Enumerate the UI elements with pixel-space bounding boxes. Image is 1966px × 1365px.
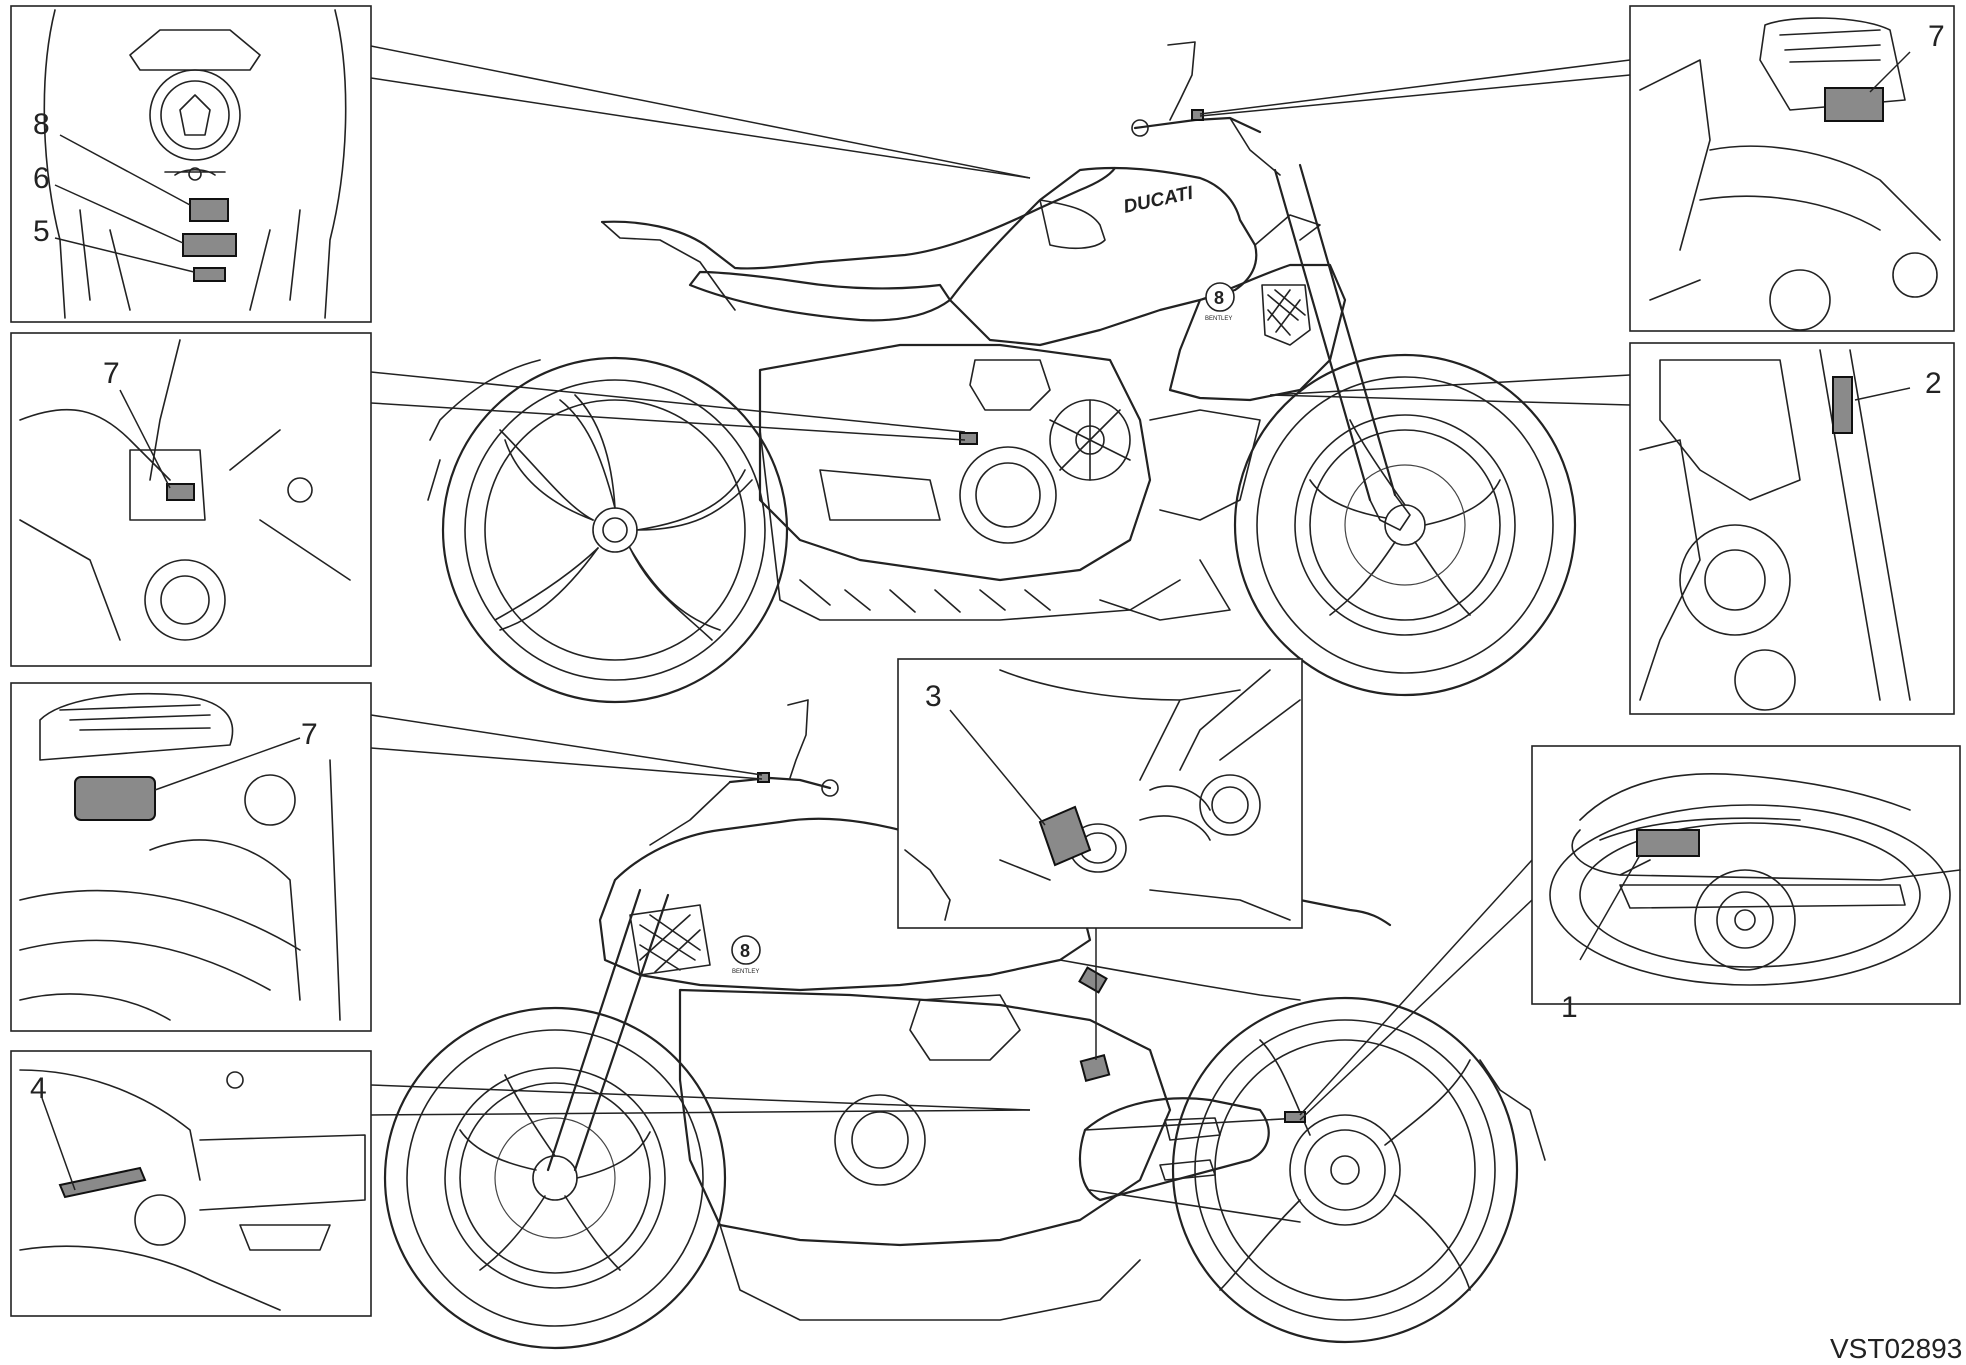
bentley-badge-top: 8 BENTLEY: [1205, 282, 1235, 322]
rear-wheel-top: [441, 356, 789, 704]
front-fork-top: [1273, 163, 1397, 502]
drawing-code: VST02893: [1830, 1333, 1962, 1364]
tank-label-8: [189, 198, 229, 222]
callout-7-handlebar: 7: [301, 718, 318, 751]
bentley-badge-bottom: 8 BENTLEY: [731, 935, 761, 975]
inset-swingarm: 1: [1531, 745, 1961, 1024]
motorcycle-right-side-view: DUCATI 8 BENTLEY: [427, 41, 1577, 704]
callout-8: 8: [33, 108, 50, 141]
front-wheel-bottom: [383, 1006, 727, 1350]
seat-top: [688, 270, 952, 322]
inset-tank: 8 6 5: [10, 5, 372, 323]
label-marker-mirror-top: [1191, 109, 1204, 121]
label-marker-swingarm-bottom: [1284, 1111, 1306, 1123]
label-marker-tank-bottom: [1078, 966, 1108, 994]
label-marker-shock-bottom: [1079, 1054, 1111, 1082]
engine-bottom: [678, 988, 1172, 1247]
fuel-tank-bottom: [598, 817, 1092, 992]
frame-right-label-2: [1832, 376, 1853, 434]
swingarm-bottom: [1078, 1097, 1270, 1202]
rear-wheel-bottom: [1171, 996, 1519, 1344]
svg-text:BENTLEY: BENTLEY: [1205, 316, 1232, 322]
inset-footpeg: 4: [10, 1050, 372, 1317]
footpeg-label-4: [58, 1166, 147, 1199]
label-marker-shock-top: [959, 432, 978, 445]
fuel-tank-top: [948, 166, 1258, 347]
engine-top: [758, 343, 1152, 582]
inset-frame-right: 2: [1629, 342, 1955, 715]
svg-text:BENTLEY: BENTLEY: [732, 969, 759, 975]
inset-rear-master: 7: [10, 332, 372, 667]
callout-6: 6: [33, 162, 50, 195]
rear-master-label-7: [166, 483, 195, 501]
tank-brand-text: DUCATI: [1122, 183, 1196, 218]
callout-7-rear: 7: [103, 357, 120, 390]
front-wheel-top: [1233, 353, 1577, 697]
shock-label-3: [1038, 805, 1092, 867]
inset-front-master: 7: [1629, 5, 1955, 332]
callout-5: 5: [33, 215, 50, 248]
callout-1: 1: [1561, 991, 1578, 1024]
leader-lines: [370, 45, 1631, 1121]
callout-3: 3: [925, 680, 942, 713]
callout-4: 4: [30, 1072, 47, 1105]
callout-7-front: 7: [1928, 20, 1945, 53]
inset-handlebar-left: 7: [10, 682, 372, 1032]
label-marker-mirror-bottom: [757, 772, 770, 783]
motorcycle-left-side-view: 8 BENTLEY: [383, 699, 1546, 1350]
tail-section-top: [600, 166, 1117, 270]
svg-text:8: 8: [740, 941, 750, 961]
handlebar-left-label-7: [74, 776, 156, 821]
callout-2: 2: [1925, 367, 1942, 400]
swingarm-label-1: [1636, 829, 1700, 857]
tank-label-6: [182, 233, 237, 257]
tank-label-5: [193, 267, 226, 282]
inset-shock: 3: [897, 658, 1303, 929]
svg-text:8: 8: [1214, 288, 1224, 308]
front-master-label-7: [1824, 87, 1884, 122]
